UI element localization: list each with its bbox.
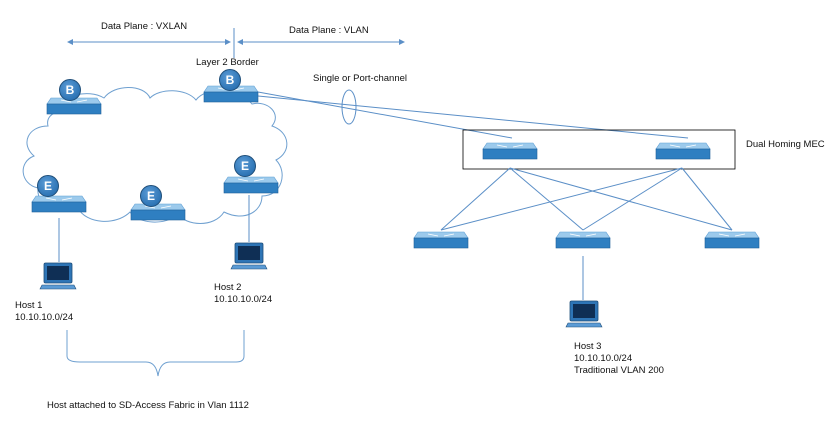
border-badge-2: B xyxy=(219,69,241,91)
edge-switch-3 xyxy=(223,176,279,194)
border-switch-1 xyxy=(46,97,102,115)
host3-label: Host 3 10.10.10.0/24 Traditional VLAN 20… xyxy=(574,341,664,377)
access-switch-2 xyxy=(555,231,611,249)
fabric-caption: Host attached to SD-Access Fabric in Vla… xyxy=(47,400,249,411)
edge-switch-2 xyxy=(130,203,186,221)
host2-label: Host 2 10.10.10.0/24 xyxy=(214,282,272,306)
edge-badge-1: E xyxy=(37,175,59,197)
host3-subnet: 10.10.10.0/24 xyxy=(574,353,633,364)
layer2-border-label: Layer 2 Border xyxy=(196,57,259,68)
port-channel-ellipse xyxy=(341,89,357,125)
port-channel-links xyxy=(257,89,689,139)
dual-homing-mec-label: Dual Homing MEC xyxy=(746,139,825,150)
mec-switch-1 xyxy=(482,142,538,160)
border-badge-1: B xyxy=(59,79,81,101)
host1-name: Host 1 xyxy=(15,300,43,311)
host2-laptop-icon xyxy=(230,242,268,270)
fabric-cloud xyxy=(22,87,288,224)
dual-homing-mec-box xyxy=(462,129,736,170)
host3-name: Host 3 xyxy=(574,341,602,352)
data-plane-vxlan-label: Data Plane : VXLAN xyxy=(101,21,188,32)
host1-label: Host 1 10.10.10.0/24 xyxy=(15,300,73,324)
edge-badge-3: E xyxy=(234,155,256,177)
fabric-hosts-brace xyxy=(66,330,245,377)
port-channel-label: Single or Port-channel xyxy=(313,73,407,84)
host1-laptop-icon xyxy=(39,262,77,290)
edge-switch-1 xyxy=(31,195,87,213)
host2-name: Host 2 xyxy=(214,282,242,293)
host2-subnet: 10.10.10.0/24 xyxy=(214,294,273,305)
access-switch-1 xyxy=(413,231,469,249)
data-plane-vlan-label: Data Plane : VLAN xyxy=(289,25,369,36)
host1-subnet: 10.10.10.0/24 xyxy=(15,312,74,323)
mec-mesh-links xyxy=(440,167,733,231)
mec-switch-2 xyxy=(655,142,711,160)
access-switch-3 xyxy=(704,231,760,249)
host3-vlan: Traditional VLAN 200 xyxy=(574,365,664,376)
edge-badge-2: E xyxy=(140,185,162,207)
host3-laptop-icon xyxy=(565,300,603,328)
